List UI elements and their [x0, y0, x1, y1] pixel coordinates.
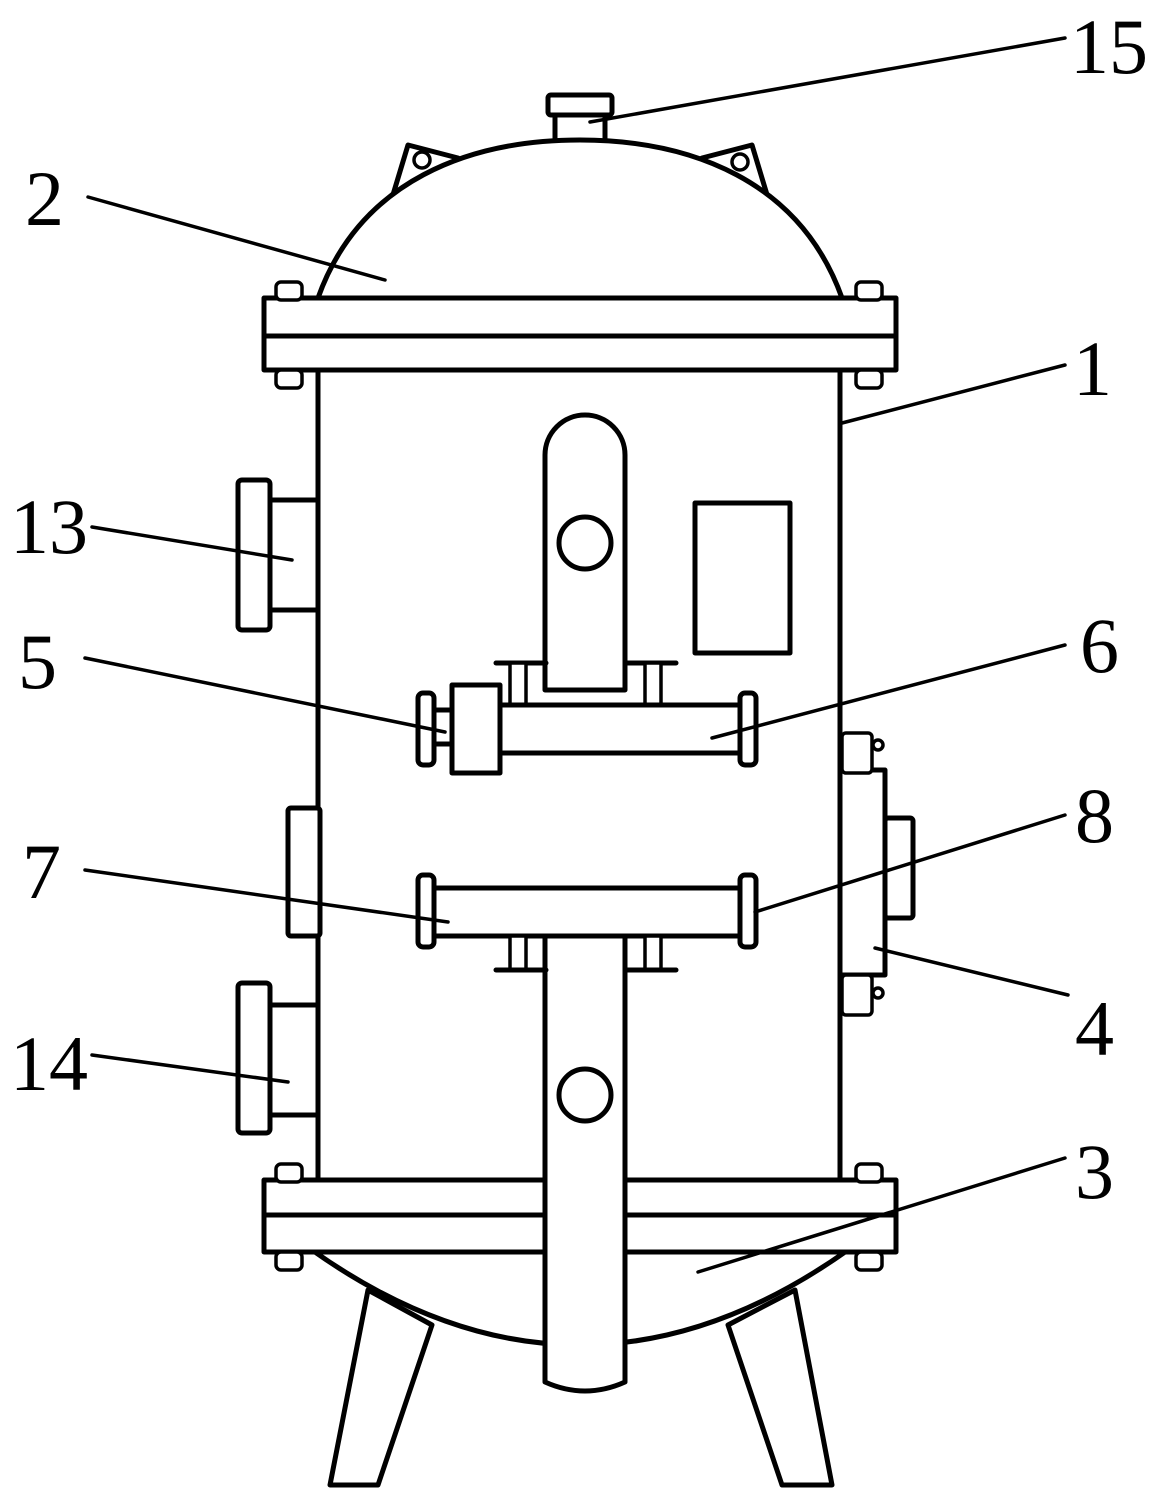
- label-3: 3: [1075, 1128, 1114, 1215]
- leader-5: [83, 656, 447, 734]
- upper-inlet-pipe: [263, 497, 321, 613]
- left-leg: [327, 1287, 435, 1488]
- leader-13: [90, 525, 294, 562]
- support-legs: [327, 1287, 835, 1488]
- lower-horizontal-pipe: [429, 885, 745, 939]
- left-side-box: [285, 805, 323, 939]
- lower-left-bracket: [508, 934, 528, 972]
- valve-body: [449, 682, 503, 776]
- upper-horizontal-pipe: [495, 702, 743, 756]
- upper-left-bracket: [508, 661, 528, 707]
- side-device-bracket-top: [840, 731, 874, 775]
- side-device-bracket-bottom: [840, 973, 874, 1017]
- top-flange-bolt: [274, 280, 304, 302]
- top-nozzle-flange: [545, 92, 615, 118]
- leader-lines: [83, 36, 1070, 1274]
- bottom-flange-bolt: [274, 1250, 304, 1272]
- right-lug-hole: [730, 152, 750, 172]
- leader-3: [696, 1156, 1067, 1274]
- lower-tube-port: [556, 1066, 614, 1124]
- lower-outlet-flange: [235, 980, 273, 1136]
- leader-7: [83, 868, 450, 924]
- left-lug-hole: [412, 150, 432, 170]
- leader-1: [840, 363, 1067, 425]
- leader-14: [90, 1053, 290, 1084]
- upper-tube-port: [556, 514, 614, 572]
- top-flange: [261, 280, 899, 390]
- leader-4: [873, 946, 1070, 997]
- lower-pipe-assembly: [415, 872, 759, 973]
- label-13: 13: [10, 483, 88, 570]
- top-flange-bolt: [854, 368, 884, 390]
- label-6: 6: [1080, 602, 1119, 689]
- control-box: [692, 500, 793, 656]
- leader-6: [710, 643, 1067, 740]
- side-device-bolt: [871, 986, 885, 1000]
- callout-labels: 15 2 1 13 5 6 8 7 4 14 3: [10, 3, 1148, 1215]
- top-flange-lower: [261, 333, 899, 373]
- label-4: 4: [1075, 985, 1114, 1072]
- label-1: 1: [1073, 325, 1112, 412]
- upper-pipe-assembly: [415, 660, 759, 776]
- lower-pipe-left-flange: [415, 872, 437, 950]
- bottom-flange-bolt: [854, 1162, 884, 1184]
- lower-outlet-nozzle: [235, 980, 321, 1136]
- upper-right-bracket: [643, 661, 663, 707]
- label-8: 8: [1075, 772, 1114, 859]
- lower-right-bracket: [643, 934, 663, 972]
- bottom-flange-bolt: [854, 1250, 884, 1272]
- bottom-flange-bolt: [274, 1162, 304, 1184]
- lower-vertical-tube: [542, 932, 628, 1394]
- side-device-bolt: [871, 738, 885, 752]
- upper-inlet-nozzle: [235, 477, 321, 633]
- label-14: 14: [10, 1020, 88, 1107]
- label-5: 5: [18, 618, 57, 705]
- top-flange-upper: [261, 295, 899, 339]
- label-7: 7: [22, 828, 61, 915]
- label-15: 15: [1070, 3, 1148, 90]
- top-head: [315, 137, 845, 301]
- top-flange-bolt: [274, 368, 304, 390]
- leader-8: [753, 813, 1067, 914]
- leader-15: [588, 36, 1067, 124]
- lower-outlet-pipe: [263, 1002, 321, 1118]
- right-leg: [725, 1287, 835, 1488]
- top-flange-bolt: [854, 280, 884, 302]
- label-2: 2: [25, 155, 64, 242]
- leader-2: [86, 195, 387, 282]
